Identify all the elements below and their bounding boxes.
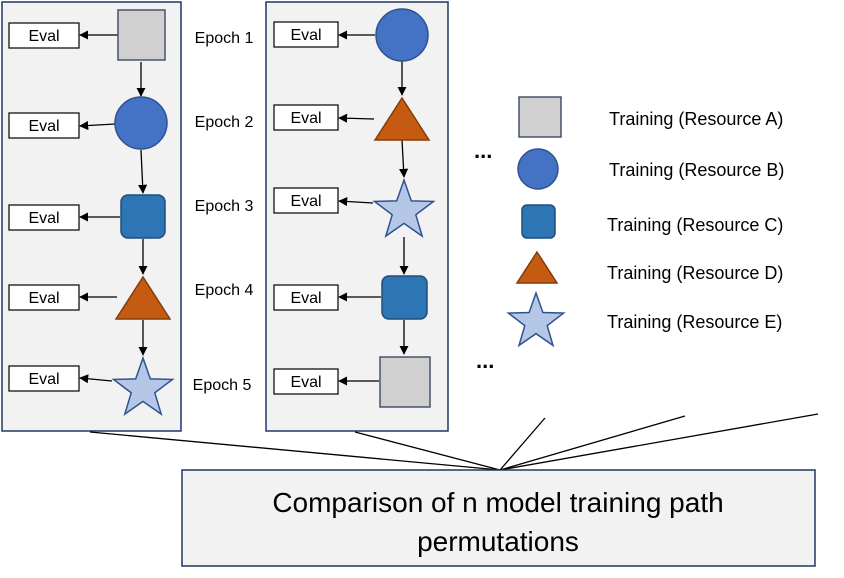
- circle-icon: [517, 148, 559, 190]
- eval-label: Eval: [28, 118, 59, 135]
- panel-2-flow-arrows: [397, 61, 409, 355]
- panel-1-eval-boxes: Eval Eval Eval Eval Eval: [8, 22, 80, 392]
- comparison-line-2: permutations: [417, 526, 579, 557]
- triangle-icon: [373, 96, 431, 141]
- eval-box: [273, 187, 339, 214]
- epoch-label: Epoch 2: [195, 114, 254, 131]
- panel-1-eval-arrows: [79, 30, 120, 384]
- eval-label: Eval: [290, 290, 321, 307]
- eval-label: Eval: [28, 28, 59, 45]
- legend-label-e: Training (Resource E): [607, 312, 782, 332]
- eval-label: Eval: [28, 210, 59, 227]
- comparison-connectors: [89, 413, 819, 471]
- rounded-square-icon: [381, 275, 428, 320]
- eval-box: [8, 284, 80, 311]
- epoch-label: Epoch 5: [193, 377, 252, 394]
- eval-box: [8, 365, 80, 392]
- triangle-icon: [114, 275, 172, 320]
- eval-label: Eval: [290, 110, 321, 127]
- rounded-square-icon: [521, 204, 556, 239]
- eval-label: Eval: [290, 374, 321, 391]
- eval-box: [8, 22, 80, 49]
- eval-box: [273, 284, 339, 311]
- eval-box: [273, 368, 339, 395]
- legend-label-a: Training (Resource A): [609, 109, 783, 129]
- circle-icon: [114, 96, 168, 150]
- square-icon: [379, 356, 431, 408]
- panel-1-flow-arrows: [136, 62, 148, 356]
- rounded-square-icon: [120, 194, 166, 239]
- circle-icon: [375, 8, 429, 62]
- epoch-labels: Epoch 1 Epoch 2 Epoch 3 Epoch 4 Epoch 5: [193, 30, 254, 394]
- comparison-box: [181, 469, 816, 567]
- star-icon: [372, 177, 436, 238]
- ellipsis-top: ...: [474, 138, 492, 163]
- star-icon: [506, 290, 566, 348]
- legend-label-b: Training (Resource B): [609, 160, 784, 180]
- eval-label: Eval: [290, 27, 321, 44]
- eval-label: Eval: [28, 371, 59, 388]
- star-icon: [111, 355, 175, 416]
- legend: Training (Resource A) Training (Resource…: [506, 96, 784, 348]
- eval-label: Eval: [290, 193, 321, 210]
- triangle-icon: [515, 250, 559, 284]
- ellipsis-bottom: ...: [476, 348, 494, 373]
- eval-box: [273, 21, 339, 48]
- panel-2-eval-boxes: Eval Eval Eval Eval Eval: [273, 21, 339, 395]
- square-icon: [518, 96, 562, 138]
- epoch-label: Epoch 4: [195, 282, 254, 299]
- comparison-line-1: Comparison of n model training path: [272, 487, 723, 518]
- eval-label: Eval: [28, 290, 59, 307]
- legend-label-c: Training (Resource C): [607, 215, 783, 235]
- epoch-label: Epoch 1: [195, 30, 254, 47]
- legend-label-d: Training (Resource D): [607, 263, 783, 283]
- eval-box: [273, 104, 339, 131]
- panel-2-eval-arrows: [338, 30, 381, 386]
- eval-box: [8, 112, 80, 139]
- square-icon: [117, 9, 166, 61]
- eval-box: [8, 204, 80, 231]
- epoch-label: Epoch 3: [195, 198, 254, 215]
